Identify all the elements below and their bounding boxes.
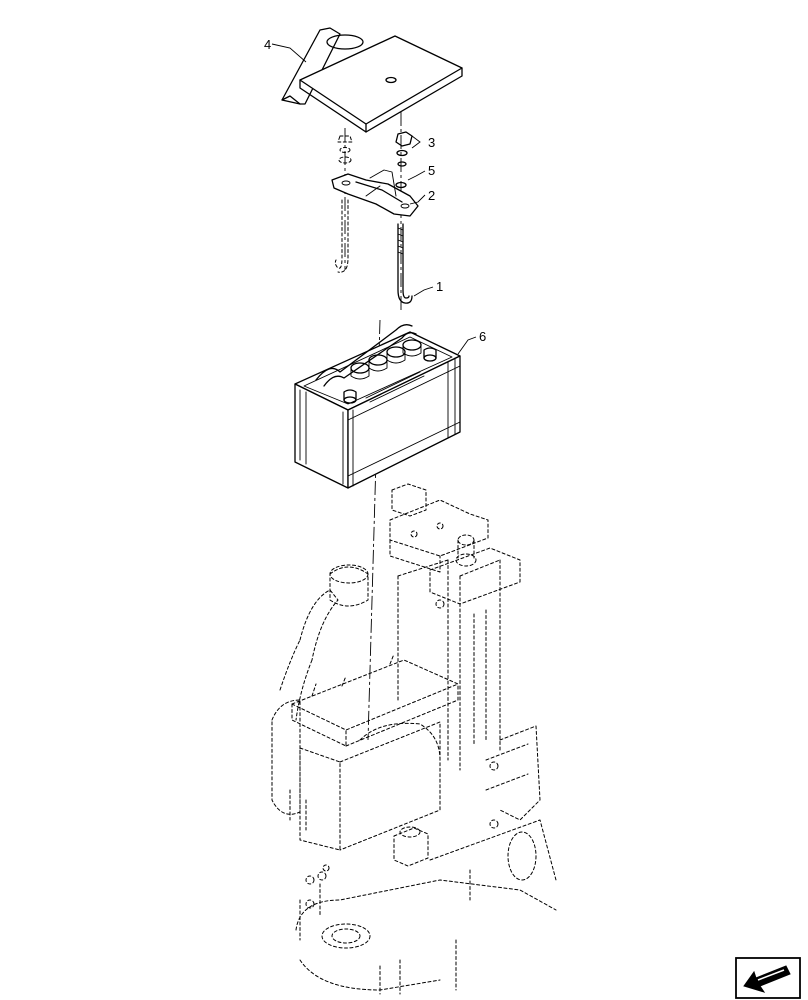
j-bolt-part-1 — [334, 199, 413, 304]
battery-cover-part-4 — [281, 27, 463, 133]
navigation-arrow-icon[interactable] — [735, 957, 801, 999]
callout-label: 4 — [264, 37, 271, 52]
callout-label: 2 — [428, 188, 435, 203]
callout-label: 6 — [479, 329, 486, 344]
nuts-washers-part-3 — [337, 131, 413, 167]
machine-frame-hidden — [271, 483, 557, 995]
callout-label: 3 — [428, 135, 435, 150]
callout-label: 1 — [436, 279, 443, 294]
washer-part-5 — [395, 181, 407, 189]
callout-labels: 4 3 5 2 1 6 — [264, 37, 486, 344]
callout-label: 5 — [428, 163, 435, 178]
hold-down-bracket-part-2 — [331, 169, 419, 217]
leader-lines — [271, 43, 477, 355]
battery-part-6 — [294, 324, 461, 489]
